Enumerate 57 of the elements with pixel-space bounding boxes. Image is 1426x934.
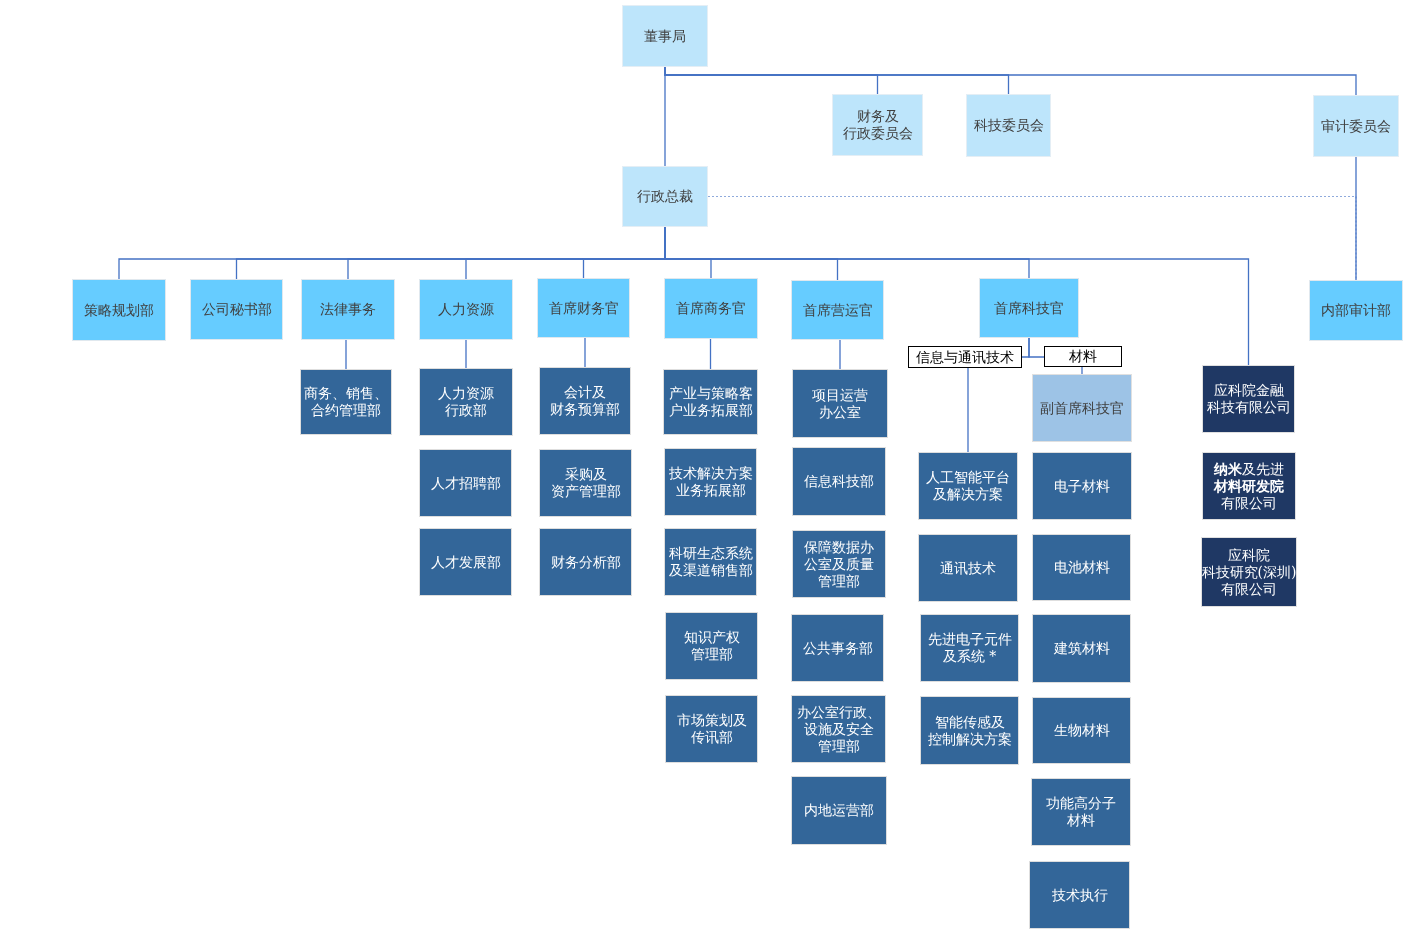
department-box: 生物材料 xyxy=(1032,697,1131,764)
department-box: 电子材料 xyxy=(1032,452,1132,520)
subsidiary-box: 纳米及先进材料研发院有限公司 xyxy=(1202,452,1296,520)
division-box: 人力资源 xyxy=(419,279,513,340)
department-box: 保障数据办公室及质量管理部 xyxy=(792,530,886,598)
department-box: 电池材料 xyxy=(1032,534,1131,601)
group-label-box: 信息与通讯技术 xyxy=(908,346,1022,368)
committee-box: 财务及行政委员会 xyxy=(832,94,923,156)
department-box: 会计及财务预算部 xyxy=(539,367,631,435)
division-box: 法律事务 xyxy=(301,279,395,340)
board-box: 董事局 xyxy=(622,5,708,67)
connector-line xyxy=(839,339,841,370)
department-box: 项目运营办公室 xyxy=(792,369,888,438)
chief-executive-box: 行政总裁 xyxy=(622,166,708,227)
department-box: 公共事务部 xyxy=(791,614,884,682)
deputy-officer-box: 副首席科技官 xyxy=(1032,374,1132,442)
department-box: 建筑材料 xyxy=(1032,614,1131,683)
department-box: 办公室行政、设施及安全管理部 xyxy=(791,695,886,763)
department-box: 功能高分子材料 xyxy=(1031,778,1131,846)
department-box: 技术解决方案业务拓展部 xyxy=(664,448,757,516)
committee-box: 科技委员会 xyxy=(966,94,1051,157)
department-box: 技术执行 xyxy=(1029,861,1130,929)
department-box: 市场策划及传讯部 xyxy=(665,695,758,763)
division-box: 首席商务官 xyxy=(664,278,758,339)
department-box: 采购及资产管理部 xyxy=(539,449,632,517)
division-box: 策略规划部 xyxy=(72,279,166,341)
department-box: 产业与策略客户业务拓展部 xyxy=(663,369,758,435)
connector-line xyxy=(709,338,712,370)
subsidiary-box: 应科院科技研究(深圳)有限公司 xyxy=(1201,537,1297,607)
department-box: 商务、销售、合约管理部 xyxy=(300,369,392,435)
department-box: 通讯技术 xyxy=(918,534,1018,602)
connector-line xyxy=(584,337,586,368)
group-label-box: 材料 xyxy=(1044,346,1122,367)
division-box: 首席财务官 xyxy=(537,278,630,338)
division-box: 首席科技官 xyxy=(979,278,1079,338)
committee-box: 审计委员会 xyxy=(1313,95,1399,157)
department-box: 人才发展部 xyxy=(419,528,512,596)
connector-line xyxy=(465,339,467,369)
department-box: 人才招聘部 xyxy=(419,449,512,517)
department-box: 先进电子元件及系统 * xyxy=(920,614,1019,682)
connector-line xyxy=(1355,156,1357,281)
connector-line xyxy=(967,367,969,453)
department-box: 人工智能平台及解决方案 xyxy=(918,452,1018,520)
connector-line xyxy=(1081,366,1083,375)
department-box: 内地运营部 xyxy=(791,776,887,845)
department-box: 人力资源行政部 xyxy=(419,368,513,436)
division-box: 首席营运官 xyxy=(791,280,884,340)
connector-line xyxy=(345,339,347,370)
department-box: 财务分析部 xyxy=(539,528,632,596)
department-box: 知识产权管理部 xyxy=(665,612,758,680)
department-box: 信息科技部 xyxy=(792,447,886,516)
division-box: 内部审计部 xyxy=(1309,280,1403,341)
connector-line xyxy=(1028,337,1045,358)
subsidiary-box: 应科院金融科技有限公司 xyxy=(1202,365,1295,433)
department-box: 智能传感及控制解决方案 xyxy=(920,696,1019,765)
division-box: 公司秘书部 xyxy=(190,279,283,340)
department-box: 科研生态系统及渠道销售部 xyxy=(664,528,757,596)
